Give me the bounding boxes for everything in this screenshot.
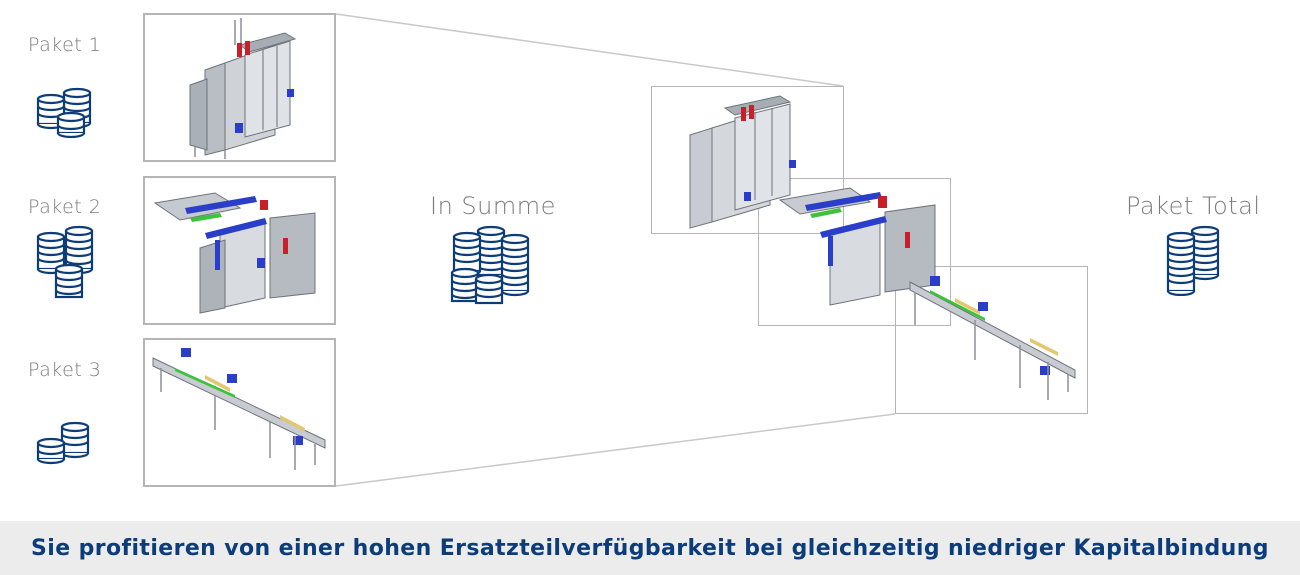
total-label: Paket Total: [1126, 192, 1261, 220]
package-2-label: Paket 2: [28, 196, 102, 218]
coin-stack-icon: [1166, 225, 1220, 296]
coin-stack-icon: [36, 225, 94, 299]
coin-stack-icon: [36, 87, 92, 138]
coin-stack-icon: [36, 421, 90, 465]
combined-frame-1: [651, 86, 844, 234]
package-3-image: [143, 338, 336, 487]
package-1-label: Paket 1: [28, 34, 102, 56]
combined-frame-2: [758, 178, 951, 326]
footer-banner: Sie profitieren von einer hohen Ersatzte…: [0, 521, 1300, 575]
coin-stack-icon: [450, 225, 530, 305]
footer-text: Sie profitieren von einer hohen Ersatzte…: [31, 535, 1269, 561]
combined-frame-3: [895, 266, 1088, 414]
sum-label: In Summe: [430, 192, 556, 220]
package-2-image: [143, 176, 336, 325]
package-1-image: [143, 13, 336, 162]
package-3-label: Paket 3: [28, 359, 102, 381]
